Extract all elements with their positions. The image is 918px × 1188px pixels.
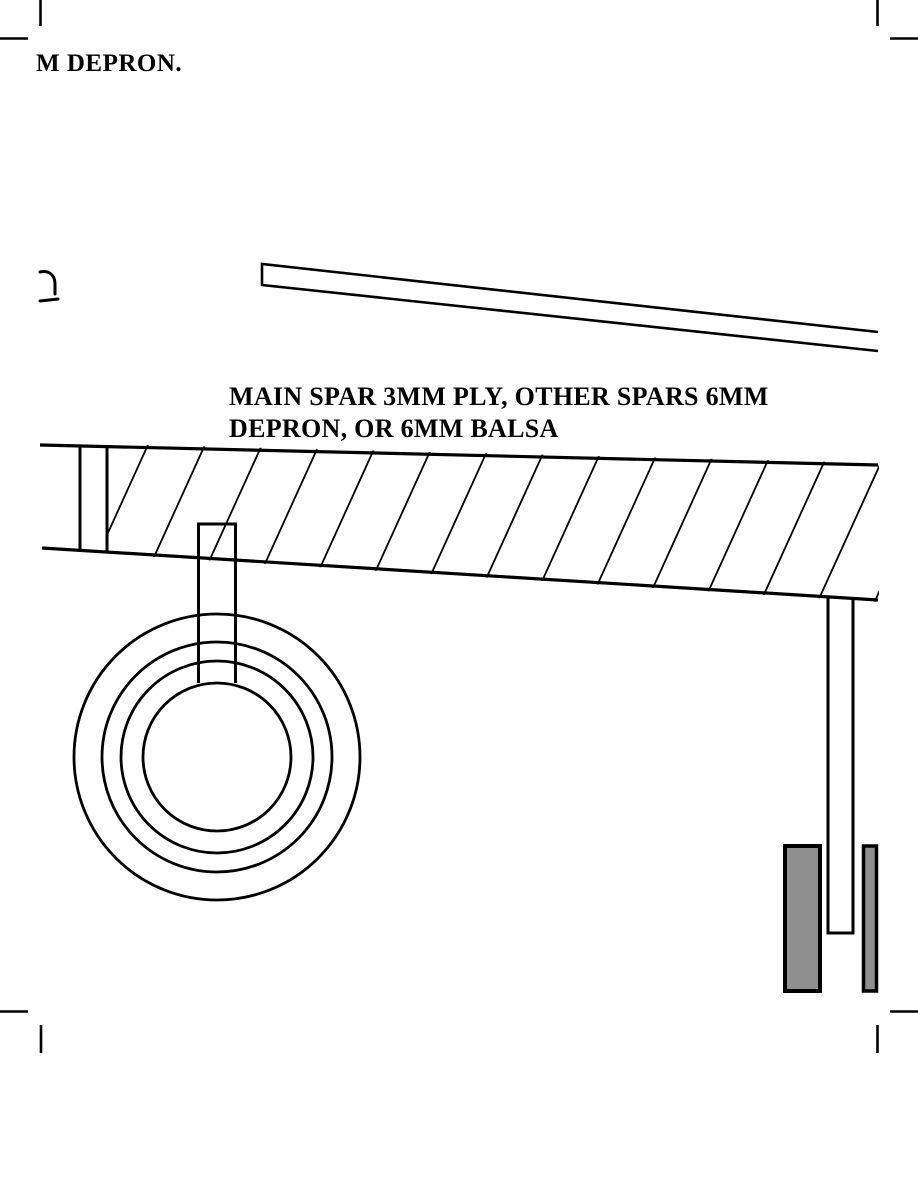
hatch-line [569,444,671,602]
wheel-circle-2 [100,640,334,874]
rib-fragment [38,270,60,303]
wheel-outer-circle [72,612,362,902]
hatch-line [398,444,500,602]
hatch-line [740,444,842,602]
spar-annotation-line-1: MAIN SPAR 3MM PLY, OTHER SPARS 6MM [229,382,769,411]
hatch-line [341,444,443,602]
wing-bottom-edge [41,546,879,602]
tapered-spar-strip [260,262,879,353]
hatch-line [113,444,215,602]
page-title-fragment: M DEPRON. [36,50,183,77]
wing-top-edge [39,443,879,467]
crop-marks [0,0,918,1053]
hatch-line [455,444,557,602]
wing-cross-section [0,425,918,645]
hatch-line [797,444,879,602]
spar-annotation: MAIN SPAR 3MM PLY, OTHER SPARS 6MM DEPRO… [229,381,769,445]
hatch-pattern [0,425,918,645]
hatch-line [170,444,272,602]
hatch-line [854,444,879,602]
landing-gear-leg [826,598,855,935]
hatch-line [512,444,614,602]
spar-annotation-line-2: DEPRON, OR 6MM BALSA [229,414,559,443]
hatch-line [0,425,100,645]
wheel-inner-circle [141,681,293,833]
landing-gear-wheel-right-half [861,844,879,993]
hatch-line [107,444,158,602]
wheel-circles [72,612,362,902]
landing-gear-wheel-left-half [783,844,822,993]
hatch-line [227,444,329,602]
wheel-mount-strut [197,522,237,683]
hatch-line [683,444,785,602]
hatch-line [284,444,386,602]
hatch-line [912,425,918,645]
wheel-circle-3 [119,659,315,855]
